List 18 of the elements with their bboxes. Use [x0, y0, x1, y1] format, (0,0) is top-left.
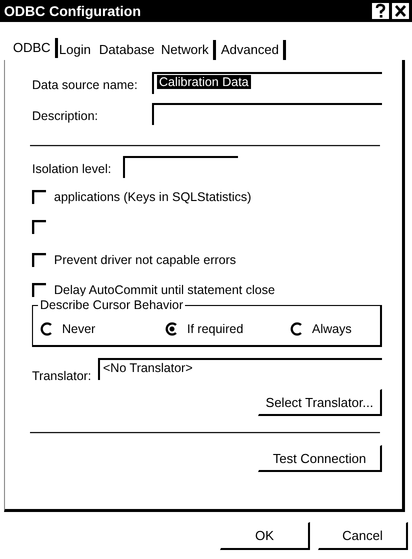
button: Cancel [318, 522, 408, 550]
checkbox-label: Prevent driver not capable errors [54, 252, 236, 269]
checkbox-label: applications (Keys in SQLStatistics) [54, 189, 252, 206]
button: Select Translator... [258, 389, 382, 416]
input-field: Calibration Data [152, 72, 382, 94]
radio-label: If required [187, 321, 244, 338]
field-label: Translator: [32, 368, 92, 385]
checkbox-label: Delay AutoCommit until statement close [54, 282, 275, 299]
radio-label: Always [312, 321, 352, 338]
window-title: ODBC Configuration [4, 2, 141, 20]
button: OK [220, 522, 310, 550]
field-label: Data source name: [32, 77, 138, 94]
tab: Network [156, 40, 216, 60]
field-label: Isolation level: [32, 161, 112, 178]
radio-label: Never [62, 321, 96, 338]
button: Test Connection [258, 445, 382, 472]
input-field: <No Translator> [98, 358, 382, 380]
field-label: Description: [32, 108, 98, 125]
